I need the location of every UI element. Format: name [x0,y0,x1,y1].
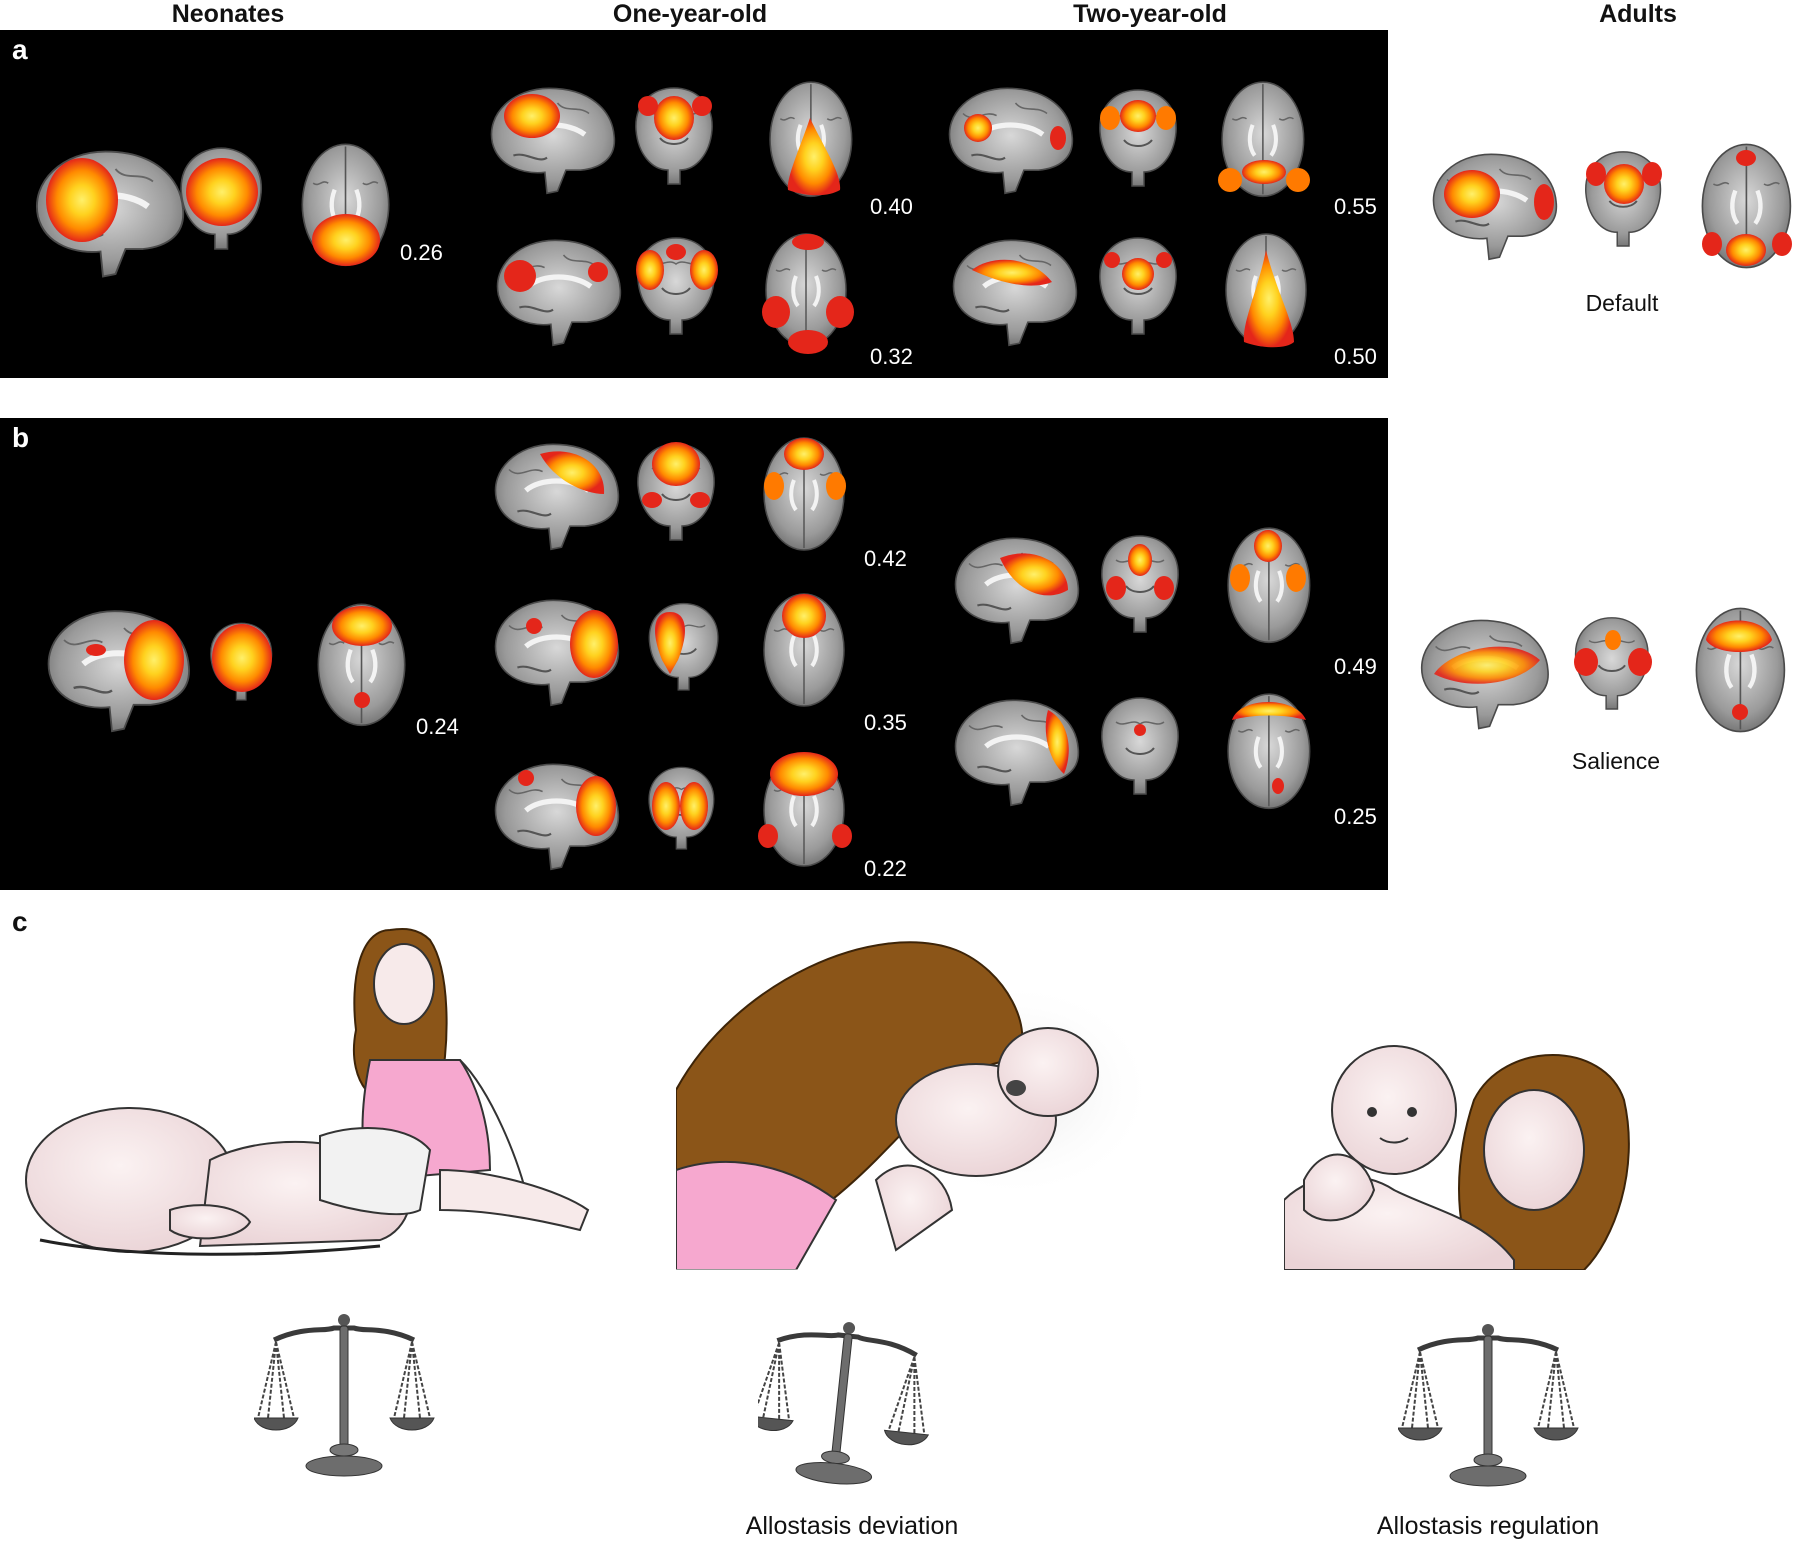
brain-set-b-adult [1410,600,1806,760]
balance-scale-icon-3 [1398,1320,1582,1492]
brain-set-a-one-bottom [486,232,854,354]
panel-a-label: a [12,34,28,65]
brain-set-a-one-top [480,78,890,228]
value-b-neonate: 0.24 [416,714,459,739]
network-name-salience: Salience [1571,748,1661,774]
value-b-two-1: 0.49 [1334,654,1377,679]
column-header-neonates: Neonates [171,0,285,28]
column-header-one-year-old: One-year-old [612,0,768,28]
value-b-two-2: 0.25 [1334,804,1377,829]
brain-set-b-one-2 [484,592,846,708]
balance-scale-icon-2 [758,1318,942,1490]
value-b-one-2: 0.35 [864,710,907,735]
illustration-mother-cuddling-baby [1284,1045,1630,1270]
brain-set-a-two-bottom [942,232,1308,348]
brain-set-a-neonate [20,140,410,290]
value-a-two-bottom: 0.50 [1334,344,1377,369]
column-header-two-year-old: Two-year-old [1073,0,1227,28]
illustration-baby-lying-with-mother [25,928,590,1256]
brain-set-b-one-3 [484,752,852,884]
illustration-mother-with-crying-baby [676,941,1156,1270]
brain-set-b-neonate [36,600,426,750]
panel-b-label: b [12,422,30,453]
brain-set-b-one-1 [484,436,846,552]
value-a-neonate: 0.26 [400,240,443,265]
network-name-default: Default [1585,290,1659,316]
brain-set-b-two-2 [944,690,1354,830]
value-a-one-bottom: 0.32 [870,344,913,369]
brain-set-a-two-top [938,78,1310,228]
brain-set-a-adult [1422,140,1808,300]
caption-allostasis-regulation: Allostasis regulation [1376,1512,1600,1540]
value-b-one-3: 0.22 [864,856,907,881]
balance-scale-icon-1 [254,1310,438,1482]
value-a-two-top: 0.55 [1334,194,1377,219]
brain-set-b-two-1 [944,524,1354,674]
caption-allostasis-deviation: Allostasis deviation [745,1512,959,1540]
column-header-adults: Adults [1599,0,1677,28]
panel-c-label: c [12,906,28,937]
value-a-one-top: 0.40 [870,194,913,219]
value-b-one-1: 0.42 [864,546,907,571]
